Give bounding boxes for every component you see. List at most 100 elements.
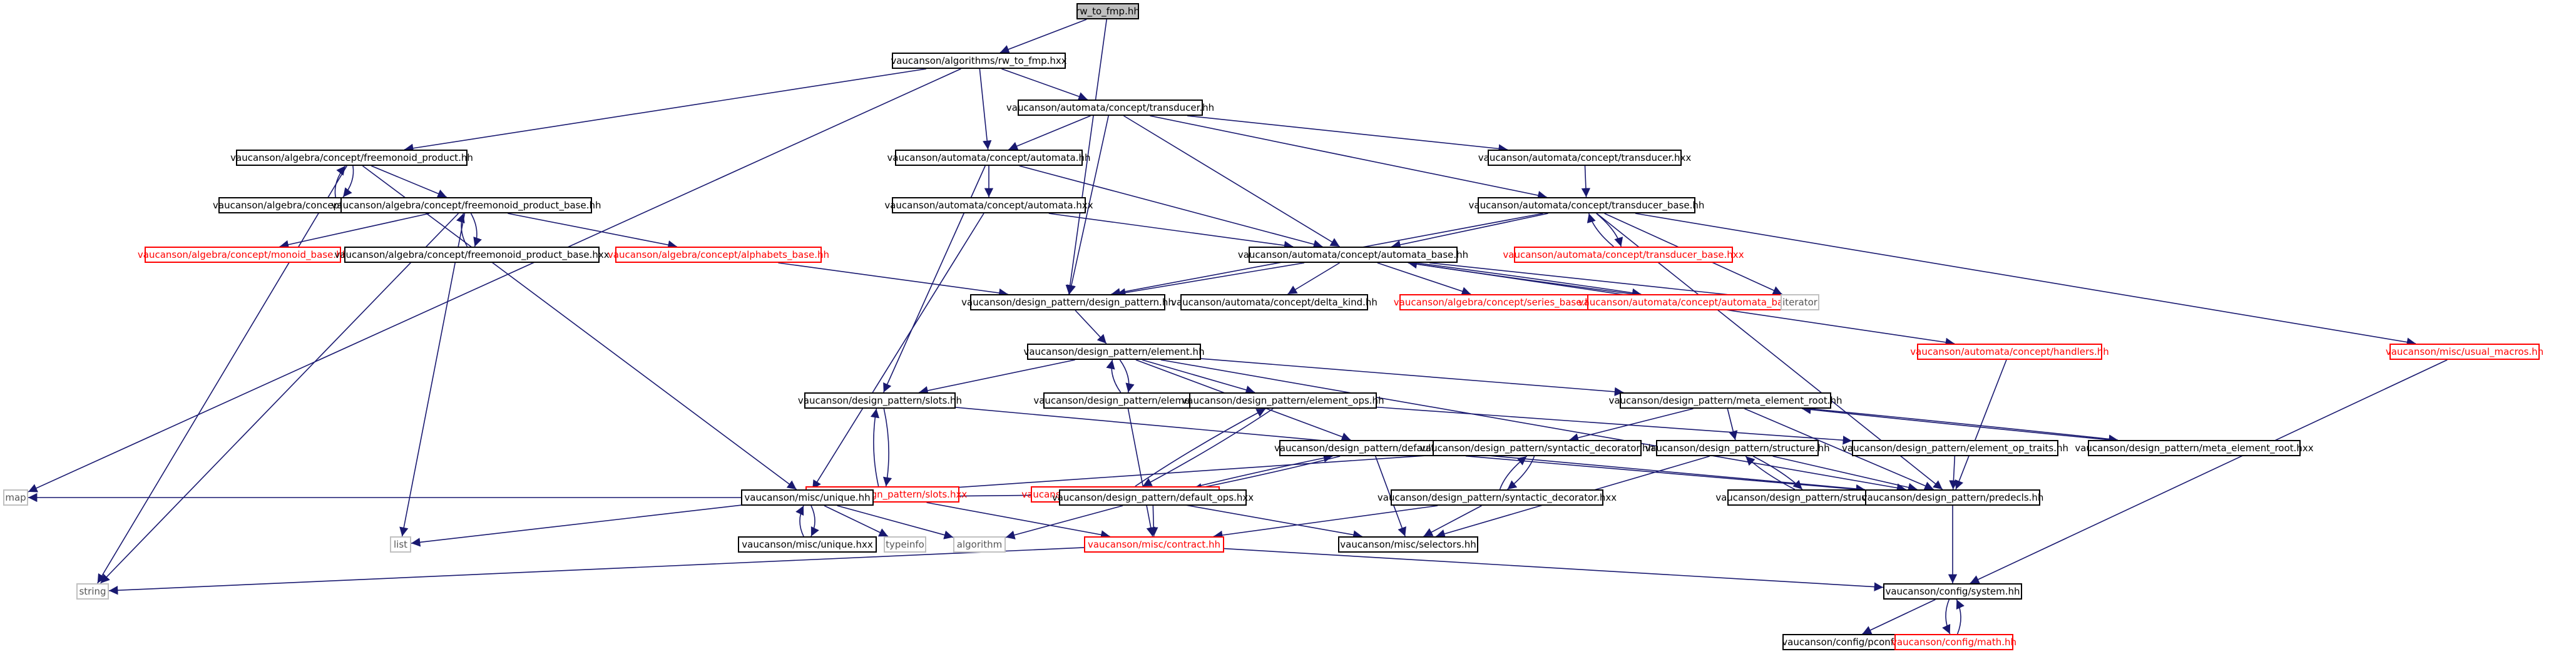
edge-freemonoid-product-base-hh-to-freemonoid-product-base-hxx	[470, 213, 482, 247]
edge-automata-base-hxx-to-automata-base-hh	[1408, 259, 1634, 295]
node-transducer-base-hxx[interactable]: vaucanson/automata/concept/transducer_ba…	[1503, 247, 1744, 263]
node-syntactic-decorator-hxx[interactable]: vaucanson/design_pattern/syntactic_decor…	[1377, 489, 1617, 506]
edge-default-ops-hh-to-predecls-hh	[1465, 455, 1866, 494]
edge-slots-hh-to-slots-hxx	[882, 408, 892, 487]
node-unique-hxx[interactable]: vaucanson/misc/unique.hxx	[738, 536, 877, 553]
edge-syntactic-decorator-hxx-to-contract-hh	[1213, 505, 1438, 540]
edge-element-ops-hh-to-element-ops-hxx	[1142, 408, 1274, 487]
edge-transducer-hh-to-design-pattern-hh	[1066, 115, 1109, 295]
node-usual-macros-hh[interactable]: vaucanson/misc/usual_macros.hh	[2386, 344, 2543, 360]
edge-rw-to-fmp-hxx-to-automata-hh	[979, 68, 992, 150]
node-system-hh[interactable]: vaucanson/config/system.hh	[1883, 583, 2022, 600]
edge-rw-to-fmp-hxx-to-transducer-hh	[1001, 68, 1088, 101]
edge-unique-hh-to-list	[411, 504, 742, 547]
node-selectors-hh[interactable]: vaucanson/misc/selectors.hh	[1338, 536, 1478, 553]
node-freemonoid-product-base-hh[interactable]: vaucanson/algebra/concept/freemonoid_pro…	[332, 197, 601, 213]
edge-design-pattern-hh-to-element-hh	[1075, 310, 1107, 344]
edge-rw-to-fmp-hh-to-rw-to-fmp-hxx	[999, 19, 1087, 54]
node-automata-base-hxx[interactable]: vaucanson/automata/concept/automata_base…	[1578, 294, 1814, 310]
edge-structure-hxx-to-structure-hh	[1745, 456, 1796, 490]
edge-freemonoid-product-hh-to-unique-hh	[362, 165, 797, 490]
node-list[interactable]: list	[390, 536, 411, 553]
node-freemonoid-product-hh[interactable]: vaucanson/algebra/concept/freemonoid_pro…	[230, 150, 473, 166]
node-delta-kind-hh[interactable]: vaucanson/automata/concept/delta_kind.hh	[1171, 294, 1377, 310]
edge-system-hh-to-pconf-hh	[1862, 599, 1936, 635]
node-typeinfo[interactable]: typeinfo	[884, 536, 926, 553]
edge-unique-hh-to-algorithm	[837, 505, 954, 539]
edge-automata-base-hh-to-automata-base-hxx	[1415, 262, 1642, 298]
edge-transducer-base-hh-to-usual-macros-hh	[1635, 213, 2416, 347]
edge-meta-element-root-hh-to-syntactic-decorator-hh	[1569, 408, 1694, 442]
edge-unique-hh-to-unique-hxx	[810, 505, 819, 537]
edge-freemonoid-product-hh-to-string	[97, 165, 347, 584]
node-element-op-traits-hh[interactable]: vaucanson/design_pattern/element_op_trai…	[1842, 440, 2068, 456]
edge-default-ops-hh-to-default-ops-hxx	[1192, 456, 1341, 493]
edge-freemonoid-product-hh-to-freemonoid-product-base-hh	[371, 165, 447, 198]
node-freemonoid-product-base-hxx[interactable]: vaucanson/algebra/concept/freemonoid_pro…	[334, 247, 610, 263]
node-syntactic-decorator-hh[interactable]: vaucanson/design_pattern/syntactic_decor…	[1420, 440, 1654, 456]
node-design-pattern-hh[interactable]: vaucanson/design_pattern/design_pattern.…	[961, 294, 1174, 310]
node-map[interactable]: map	[3, 489, 28, 506]
node-monoid-base-hh[interactable]: vaucanson/algebra/concept/monoid_base.hh	[138, 247, 348, 263]
node-algorithm[interactable]: algorithm	[953, 536, 1006, 553]
node-element-hh[interactable]: vaucanson/design_pattern/element.hh	[1023, 344, 1205, 360]
edge-element-hxx-to-element-hh	[1106, 359, 1122, 393]
node-default-ops-hxx[interactable]: vaucanson/design_pattern/default_ops.hxx	[1052, 489, 1254, 506]
node-automata-hh[interactable]: vaucanson/automata/concept/automata.hh	[887, 150, 1091, 166]
node-meta-element-root-hxx[interactable]: vaucanson/design_pattern/meta_element_ro…	[2075, 440, 2314, 456]
edge-usual-macros-hh-to-system-hh	[1970, 359, 2448, 584]
node-transducer-base-hh[interactable]: vaucanson/automata/concept/transducer_ba…	[1469, 197, 1704, 213]
node-contract-hh[interactable]: vaucanson/misc/contract.hh	[1084, 536, 1224, 553]
edge-freemonoid-product-base-hh-to-monoid-base-hh	[279, 213, 430, 249]
node-slots-hh[interactable]: vaucanson/design_pattern/slots.hh	[798, 392, 962, 409]
edge-unique-hxx-to-unique-hh	[795, 505, 804, 537]
node-handlers-hh[interactable]: vaucanson/automata/concept/handlers.hh	[1910, 344, 2109, 360]
node-alphabets-base-hh[interactable]: vaucanson/algebra/concept/alphabets_base…	[608, 247, 829, 263]
edge-automata-hh-to-slots-hh	[883, 165, 986, 393]
node-series-base-hh[interactable]: vaucanson/algebra/concept/series_base.hh	[1394, 294, 1597, 310]
edge-rw-to-fmp-hxx-to-freemonoid-product-hh	[404, 68, 927, 153]
edge-element-ops-hh-to-element-op-traits-hh	[1376, 406, 1853, 445]
edge-element-ops-hxx-to-selectors-hh	[1171, 502, 1362, 539]
node-math-hh[interactable]: vaucanson/config/math.hh	[1891, 634, 2016, 650]
edge-rw-to-fmp-hh-to-design-pattern-hh	[1065, 19, 1108, 295]
node-automata-base-hh[interactable]: vaucanson/automata/concept/automata_base…	[1238, 247, 1468, 263]
node-transducer-hxx[interactable]: vaucanson/automata/concept/transducer.hx…	[1478, 150, 1691, 166]
edge-transducer-hh-to-automata-base-hh	[1123, 115, 1340, 247]
node-structure-hh[interactable]: vaucanson/design_pattern/structure.hh	[1645, 440, 1830, 456]
edge-meta-element-root-hh-to-meta-element-root-hxx	[1809, 408, 2118, 444]
edge-element-hh-to-element-hxx	[1119, 359, 1135, 393]
edge-contract-hh-to-string	[108, 547, 1085, 595]
edge-default-ops-hxx-to-algorithm	[1005, 505, 1123, 539]
edge-automata-base-hh-to-design-pattern-hh	[1116, 262, 1305, 297]
edge-slots-hxx-to-contract-hh	[926, 502, 1110, 539]
edge-alphabets-base-hh-to-design-pattern-hh	[778, 262, 1008, 298]
node-rw-to-fmp-hxx[interactable]: vaucanson/algorithms/rw_to_fmp.hxx	[891, 53, 1067, 69]
edge-rw-to-fmp-hxx-to-map	[28, 68, 961, 493]
node-pconf-hh[interactable]: vaucanson/config/pconf.hh	[1782, 634, 1908, 650]
node-iterator[interactable]: iterator	[1781, 294, 1819, 310]
node-transducer-hh[interactable]: vaucanson/automata/concept/transducer.hh	[1006, 100, 1214, 116]
edge-structure-hh-to-structure-hxx	[1752, 456, 1803, 490]
node-rw-to-fmp-hh[interactable]: rw_to_fmp.hh	[1076, 3, 1140, 19]
node-element-ops-hh[interactable]: vaucanson/design_pattern/element_ops.hh	[1182, 392, 1384, 409]
edge-element-hh-to-element-ops-hh	[1142, 359, 1255, 394]
edge-handlers-hh-to-predecls-hh	[1955, 359, 2007, 490]
node-predecls-hh[interactable]: vaucanson/design_pattern/predecls.hh	[1862, 489, 2043, 506]
node-string[interactable]: string	[76, 583, 109, 600]
edge-meta-element-root-hh-to-predecls-hh	[1744, 408, 1934, 490]
edge-system-hh-to-math-hh	[1942, 599, 1951, 635]
edge-element-op-traits-hh-to-predecls-hh	[1949, 456, 1958, 490]
edge-element-hh-to-meta-element-root-hh	[1200, 358, 1624, 397]
edge-transducer-hxx-to-transducer-base-hh	[1581, 165, 1591, 198]
node-automata-hxx[interactable]: vaucanson/automata/concept/automata.hxx	[884, 197, 1093, 213]
edge-structure-hh-to-predecls-hh	[1772, 456, 1918, 492]
edge-freemonoid-product-hxx-to-freemonoid-product-hh	[334, 165, 346, 198]
edge-transducer-hh-to-transducer-hxx	[1187, 115, 1508, 153]
edge-syntactic-decorator-hh-to-syntactic-decorator-hxx	[1507, 456, 1535, 490]
node-meta-element-root-hh[interactable]: vaucanson/design_pattern/meta_element_ro…	[1608, 392, 1843, 409]
edge-automata-hxx-to-automata-base-hh	[1048, 213, 1294, 250]
edge-element-hh-to-predecls-hh	[1160, 359, 1906, 493]
node-unique-hh[interactable]: vaucanson/misc/unique.hh	[741, 489, 874, 506]
